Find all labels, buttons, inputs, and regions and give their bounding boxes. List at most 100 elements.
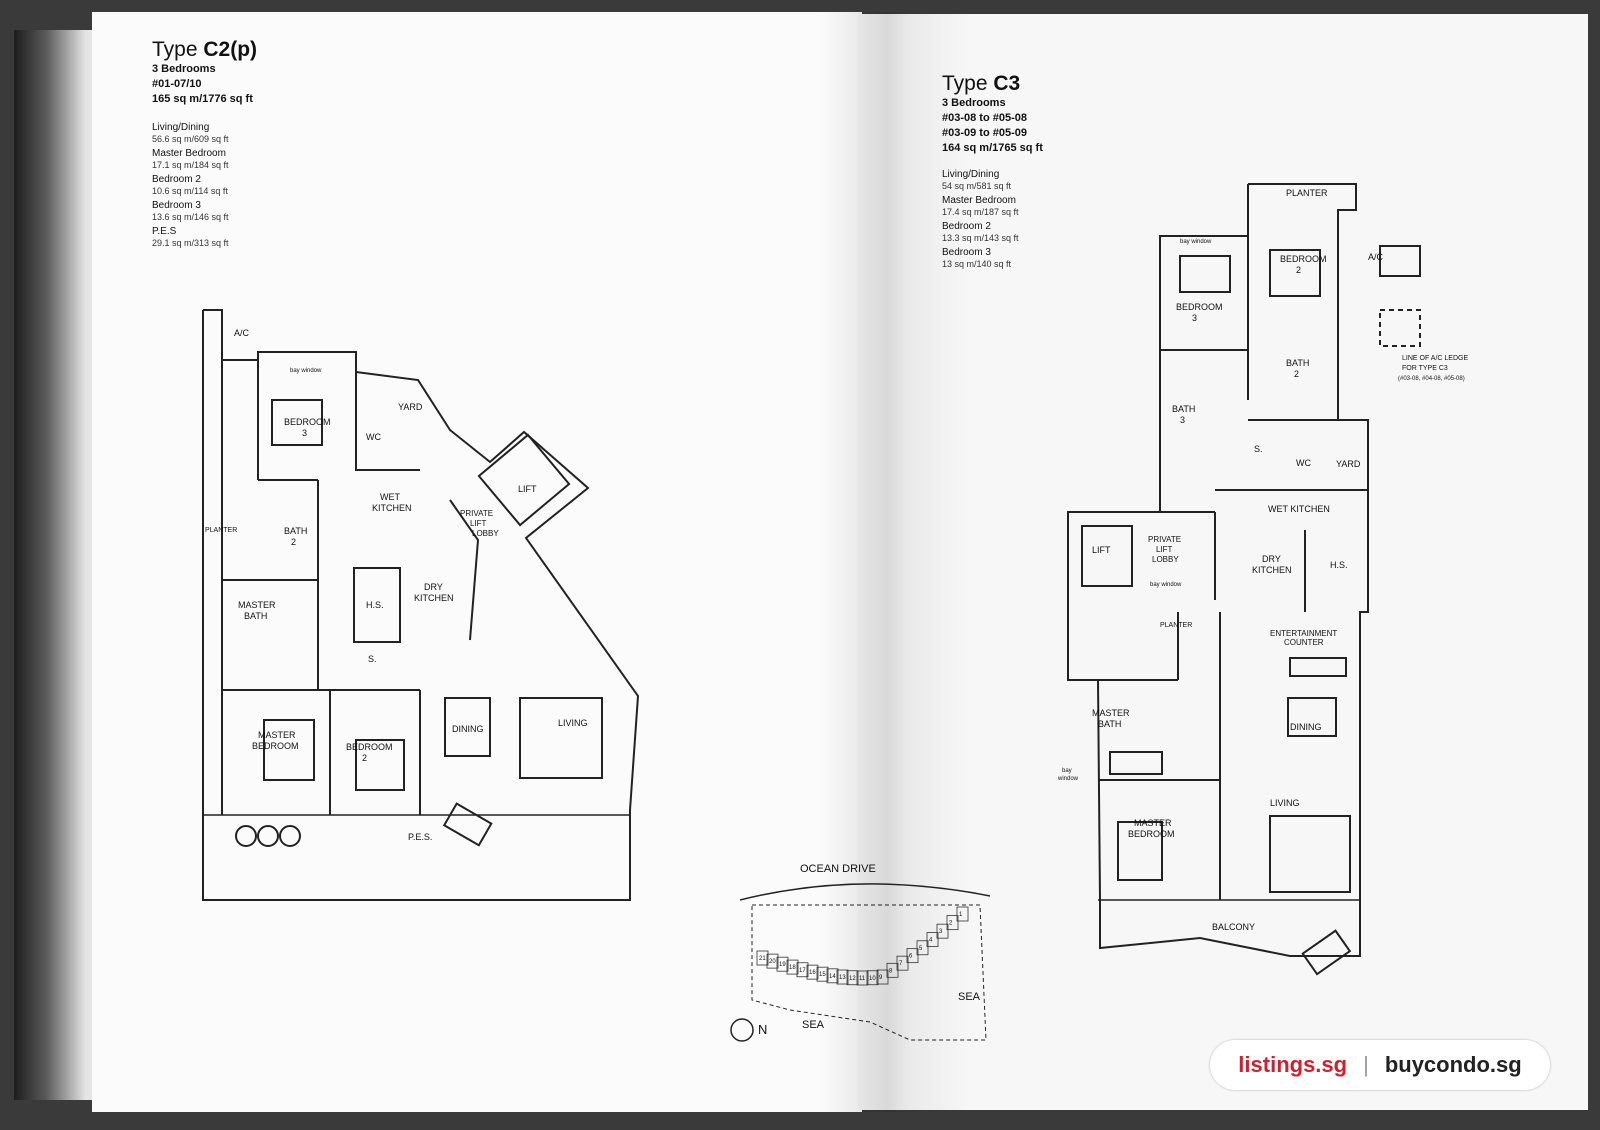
- type-heading: Type C2(p): [152, 38, 258, 61]
- site-block-label: 3: [939, 929, 943, 935]
- room-label: MASTER: [1092, 708, 1130, 718]
- room-label: BEDROOM: [346, 742, 393, 752]
- site-block: [806, 964, 819, 980]
- room-label: BEDROOM: [1280, 254, 1327, 264]
- room-label: 3: [1180, 415, 1185, 425]
- area-value: 17.4 sq m/187 sq ft: [942, 207, 1019, 217]
- right-plan-outline: [1067, 183, 1369, 957]
- watermark-site-b: buycondo.sg: [1384, 1052, 1522, 1077]
- room-label: LIFT: [518, 484, 537, 494]
- room-label: BATH: [244, 611, 267, 621]
- furniture: [1269, 249, 1321, 297]
- room-label: LIVING: [558, 718, 588, 728]
- room-label: S.: [1254, 444, 1263, 454]
- total-area: 164 sq m/1765 sq ft: [942, 142, 1043, 154]
- area-value: 13 sq m/140 sq ft: [942, 259, 1012, 269]
- room-label: bay: [1062, 768, 1072, 774]
- site-block-label: 10: [869, 976, 876, 982]
- room-label: H.S.: [366, 600, 384, 610]
- area-value: 10.6 sq m/114 sq ft: [152, 186, 228, 196]
- furniture: [1287, 697, 1337, 737]
- furniture: [1301, 929, 1352, 976]
- site-block-label: 16: [809, 970, 816, 976]
- room-label: KITCHEN: [1252, 565, 1292, 575]
- room-label: LINE OF A/C LEDGE: [1402, 355, 1468, 362]
- area-label: Bedroom 2: [152, 174, 201, 185]
- site-block-label: 1: [959, 912, 963, 918]
- wall: [449, 499, 480, 641]
- bedroom-count: 3 Bedrooms: [152, 63, 216, 75]
- room-label: BEDROOM: [1128, 829, 1175, 839]
- area-label: Living/Dining: [942, 169, 1000, 180]
- wall: [353, 567, 401, 643]
- room-label: MASTER: [238, 600, 276, 610]
- left-plan-outline: [202, 309, 640, 901]
- watermark-separator: |: [1363, 1052, 1369, 1077]
- room-label: 2: [1296, 265, 1301, 275]
- total-area: 165 sq m/1776 sq ft: [152, 93, 253, 105]
- room-label: LOBBY: [1152, 555, 1179, 564]
- room-label: bay window: [1180, 239, 1212, 245]
- room-label: COUNTER: [1284, 638, 1324, 647]
- site-block-label: 2: [949, 921, 953, 927]
- ac-ledge: [1379, 245, 1421, 277]
- area-label: P.E.S: [152, 226, 177, 237]
- furniture: [1289, 657, 1347, 677]
- room-label: S.: [368, 654, 377, 664]
- room-label: MASTER: [258, 730, 296, 740]
- unit-numbers: #03-08 to #05-08: [942, 112, 1027, 124]
- room-label: KITCHEN: [414, 593, 454, 603]
- room-label: PRIVATE: [460, 509, 493, 518]
- furniture: [279, 825, 301, 847]
- site-block-label: 8: [889, 968, 893, 974]
- room-label: KITCHEN: [372, 503, 412, 513]
- wall: [477, 433, 571, 527]
- type-heading: Type C3: [942, 72, 1021, 95]
- room-label: BEDROOM: [252, 741, 299, 751]
- site-block: [896, 955, 909, 971]
- furniture: [271, 399, 323, 446]
- room-label: WET: [380, 492, 400, 502]
- room-label: LIFT: [1156, 545, 1173, 554]
- room-label: 2: [362, 753, 367, 763]
- right-page: [858, 14, 1588, 1110]
- area-value: 54 sq m/581 sq ft: [942, 181, 1012, 191]
- room-label: PLANTER: [1286, 188, 1328, 198]
- site-block-label: 20: [769, 959, 776, 965]
- furniture: [1269, 815, 1351, 893]
- area-label: Master Bedroom: [152, 148, 226, 159]
- room-label: LIFT: [1092, 545, 1111, 555]
- room-label: WC: [1296, 458, 1311, 468]
- unit-numbers: #03-09 to #05-09: [942, 127, 1027, 139]
- book-edge: [14, 30, 94, 1100]
- furniture: [442, 802, 493, 847]
- watermark-site-a: listings.sg: [1238, 1052, 1348, 1077]
- room-label: DINING: [452, 724, 484, 734]
- site-block: [926, 932, 939, 947]
- area-value: 17.1 sq m/184 sq ft: [152, 160, 229, 170]
- room-label: FOR TYPE C3: [1402, 365, 1448, 372]
- area-label: Bedroom 3: [152, 200, 201, 211]
- spec-block-c3: Type C3 3 Bedrooms #03-08 to #05-08 #03-…: [942, 72, 1043, 270]
- room-label: bay window: [290, 368, 322, 374]
- room-label: LIFT: [470, 519, 487, 528]
- room-label: window: [1057, 776, 1079, 782]
- room-label: WC: [366, 432, 381, 442]
- room-label: 3: [302, 428, 307, 438]
- site-block: [956, 906, 969, 922]
- site-block: [856, 970, 869, 986]
- site-block: [936, 923, 949, 939]
- site-block-label: 18: [789, 965, 796, 971]
- site-sea-label: SEA: [958, 991, 981, 1003]
- site-road-label: OCEAN DRIVE: [800, 863, 876, 875]
- room-label: bay window: [1150, 582, 1182, 588]
- site-block-label: 7: [899, 961, 903, 967]
- room-label: BALCONY: [1212, 922, 1255, 932]
- area-value: 29.1 sq m/313 sq ft: [152, 238, 229, 248]
- site-boundary: [751, 904, 987, 1041]
- room-label: DRY: [1262, 554, 1281, 564]
- area-label: Bedroom 2: [942, 221, 991, 232]
- site-block-label: 21: [759, 956, 766, 962]
